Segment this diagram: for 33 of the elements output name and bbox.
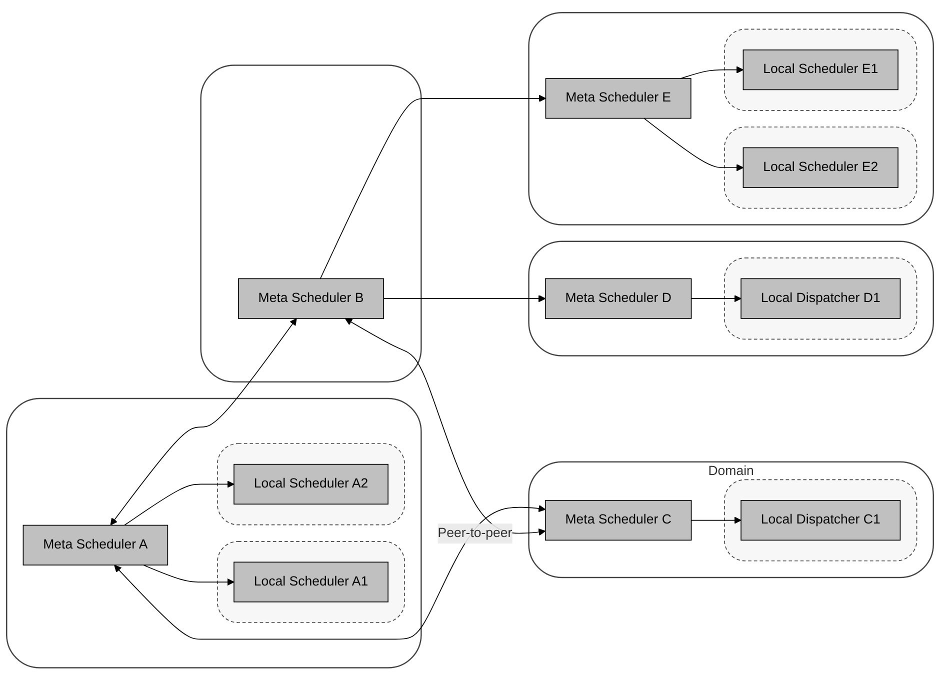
cluster (216, 442, 406, 526)
arrow (383, 294, 546, 302)
cluster (216, 540, 406, 623)
arrow (114, 504, 546, 640)
edge-label: Peer-to-peer (438, 526, 512, 540)
node-box: Meta Scheduler B (238, 278, 384, 319)
node-box: Meta Scheduler D (544, 278, 692, 319)
cluster (724, 257, 918, 340)
arrow (142, 564, 234, 586)
node-box: Local Scheduler A1 (234, 562, 388, 602)
node-box: Local Scheduler A2 (234, 464, 388, 504)
arrow (110, 318, 297, 526)
node-box: Local Dispatcher C1 (740, 500, 901, 540)
arrow (690, 294, 742, 302)
arrow (690, 516, 742, 524)
arrow (320, 94, 546, 279)
arrow (644, 118, 744, 172)
node-box: Local Scheduler E2 (742, 147, 898, 188)
arrow (345, 318, 546, 536)
cluster (528, 12, 934, 226)
node-box: Meta Scheduler A (22, 524, 168, 566)
cluster (724, 479, 918, 562)
cluster (724, 28, 918, 111)
node-box: Meta Scheduler C (544, 500, 692, 540)
node-box: Local Scheduler E1 (742, 49, 898, 90)
node-box: Meta Scheduler E (545, 78, 692, 118)
cluster (6, 398, 422, 668)
node-box: Local Dispatcher D1 (740, 278, 901, 319)
cluster (724, 126, 918, 208)
cluster (200, 64, 422, 382)
cluster (528, 240, 934, 356)
arrow (680, 66, 744, 79)
arrow (124, 480, 234, 526)
